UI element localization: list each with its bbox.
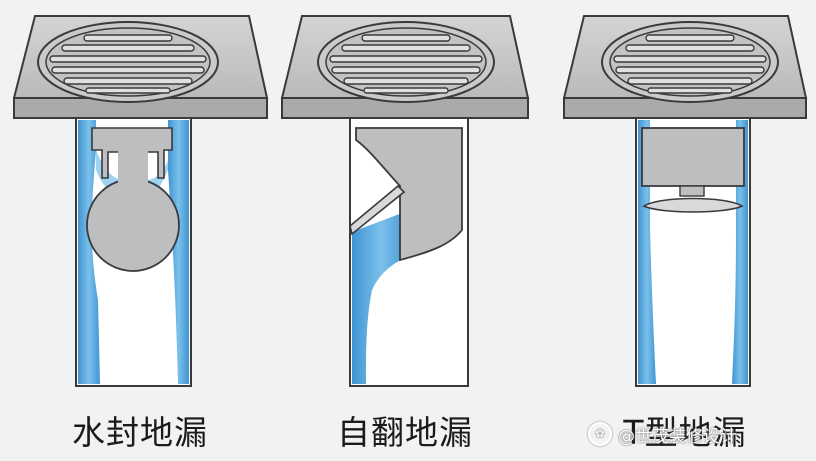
t-type-drain-caption: T型地漏 <box>623 413 747 452</box>
paw-icon: ✿ <box>588 422 612 446</box>
watermark: ✿ @世茂装修设计 <box>588 418 814 450</box>
seal-bell <box>86 178 180 272</box>
t-type-drain <box>562 15 808 387</box>
water-seal-drain-caption: 水封地漏 <box>72 413 208 452</box>
t-cup-neck <box>679 185 705 197</box>
water-flow <box>78 120 100 384</box>
water-flow <box>352 210 410 384</box>
self-flip-drain-caption: 自翻地漏 <box>337 413 473 452</box>
grate-slots <box>329 34 483 94</box>
grate-slots <box>613 34 767 94</box>
t-valve <box>642 197 744 213</box>
t-cup <box>641 127 745 187</box>
watermark-text: @世茂装修设计 <box>618 426 737 447</box>
self-flip-drain <box>280 15 530 387</box>
seal-stem <box>118 150 148 190</box>
water-flow <box>168 120 189 384</box>
seal-cup <box>91 127 173 179</box>
flip-flap <box>349 184 406 236</box>
grate-slots <box>49 34 207 94</box>
water-seal-drain <box>12 15 269 387</box>
flip-funnel <box>355 127 463 262</box>
